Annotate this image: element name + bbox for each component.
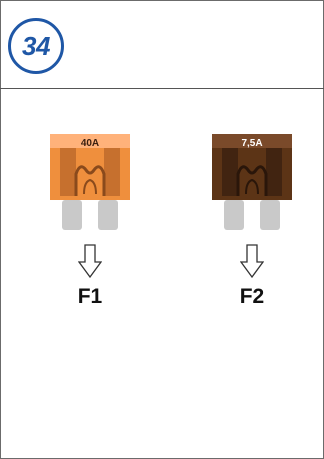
fuse-group-f1: 40A F1	[50, 134, 130, 308]
down-arrow-icon	[78, 244, 102, 278]
fuse-name-f1: F1	[77, 285, 103, 308]
fuse-rating-f1: 40A	[80, 138, 100, 149]
step-number: 34	[22, 30, 50, 61]
blade-fuse-icon	[212, 134, 292, 230]
fuse-name-f2: F2	[239, 285, 265, 308]
step-badge: 34	[8, 18, 64, 74]
fuse-group-f2: 7,5A F2	[212, 134, 292, 308]
down-arrow-icon	[240, 244, 264, 278]
fuse-rating-f2: 7,5A	[241, 138, 263, 149]
header-divider	[0, 88, 324, 89]
blade-fuse-icon	[50, 134, 130, 230]
